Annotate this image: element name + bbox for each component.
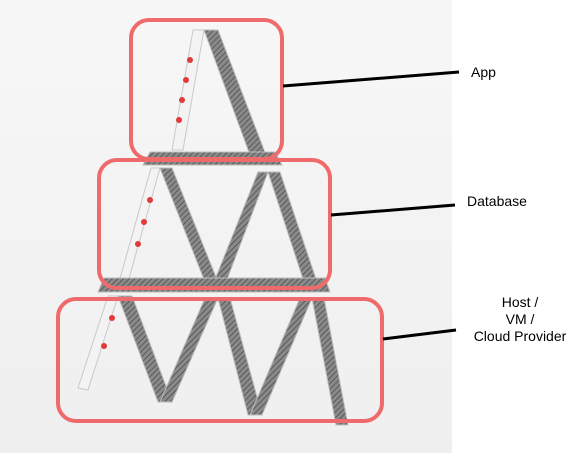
app-connector-line xyxy=(282,70,460,88)
card-pip-icon xyxy=(109,315,115,321)
database-connector-line xyxy=(330,203,456,217)
card-pip-icon xyxy=(179,97,185,103)
host-connector-line xyxy=(382,328,457,341)
host-label-line: Host / xyxy=(501,294,539,310)
database-layer-label: Database xyxy=(467,193,527,209)
card-pip-icon xyxy=(187,57,193,63)
card-pip-icon xyxy=(183,77,189,83)
card-pip-icon xyxy=(135,241,141,247)
card-pip-icon xyxy=(176,117,182,123)
card-pip-icon xyxy=(101,343,107,349)
middle-tier-cards xyxy=(118,167,319,286)
database-layer-highlight xyxy=(97,158,332,290)
vm-label-line: VM / xyxy=(505,311,535,327)
app-layer-label: App xyxy=(471,64,496,80)
top-tier-cards xyxy=(171,29,267,156)
cloud-provider-label-line: Cloud Provider xyxy=(473,328,567,344)
card-pip-icon xyxy=(141,219,147,225)
host-layer-highlight xyxy=(56,297,384,423)
host-layer-label: Host / VM / Cloud Provider xyxy=(462,294,578,345)
playing-card-icon xyxy=(77,295,119,391)
bottom-tier-cards xyxy=(77,295,349,426)
card-pip-icon xyxy=(147,197,153,203)
